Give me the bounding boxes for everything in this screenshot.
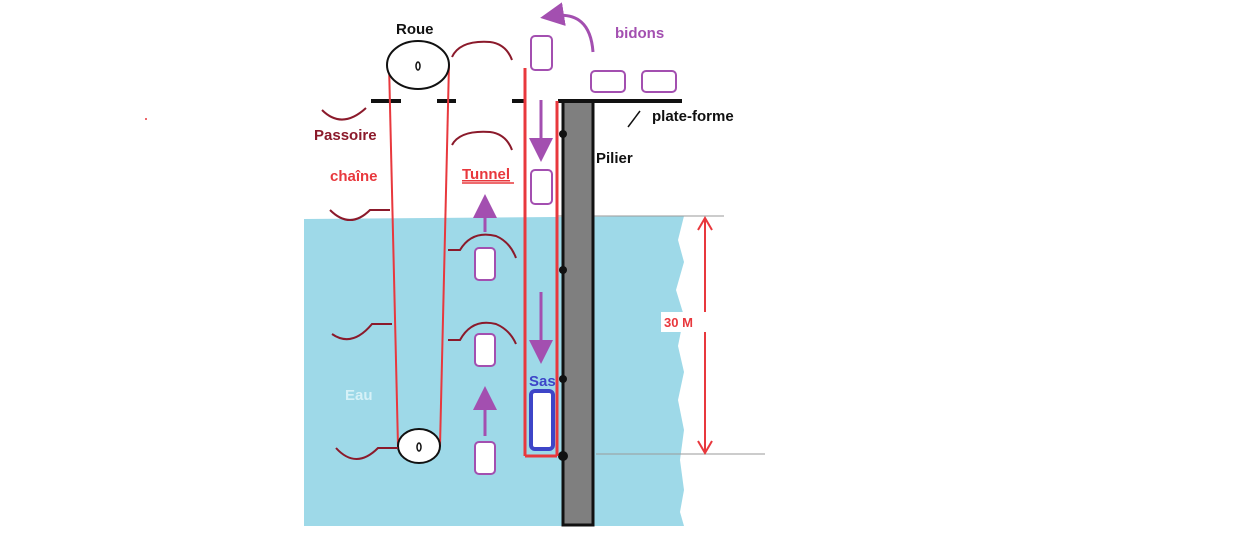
pillar — [561, 99, 595, 527]
platform-bidons — [590, 70, 677, 93]
label-eau: Eau — [345, 387, 373, 404]
platform-pointer — [627, 110, 641, 128]
tunnel-bidons — [530, 35, 553, 205]
tunnel — [523, 68, 559, 458]
flow-arrows — [473, 2, 595, 436]
chain-bidons — [474, 247, 496, 475]
pillar-bolts — [558, 130, 568, 461]
top-wheel — [386, 40, 450, 90]
label-chaine: chaîne — [330, 168, 378, 185]
label-sas: Sas — [529, 373, 556, 390]
airlock — [529, 389, 555, 451]
depth-dimension — [661, 216, 713, 455]
stray-speck — [145, 118, 147, 120]
passoires — [321, 40, 517, 460]
label-pilier: Pilier — [596, 150, 633, 167]
label-bidons: bidons — [615, 25, 664, 42]
chain-loop — [388, 63, 450, 447]
label-passoire: Passoire — [314, 127, 377, 144]
label-roue: Roue — [396, 21, 434, 38]
label-plate-forme: plate-forme — [652, 108, 734, 125]
depth-label: 30 M — [664, 315, 693, 330]
bottom-wheel — [397, 428, 441, 464]
arrow-curved-return — [540, 2, 595, 53]
label-tunnel: Tunnel — [462, 166, 510, 183]
